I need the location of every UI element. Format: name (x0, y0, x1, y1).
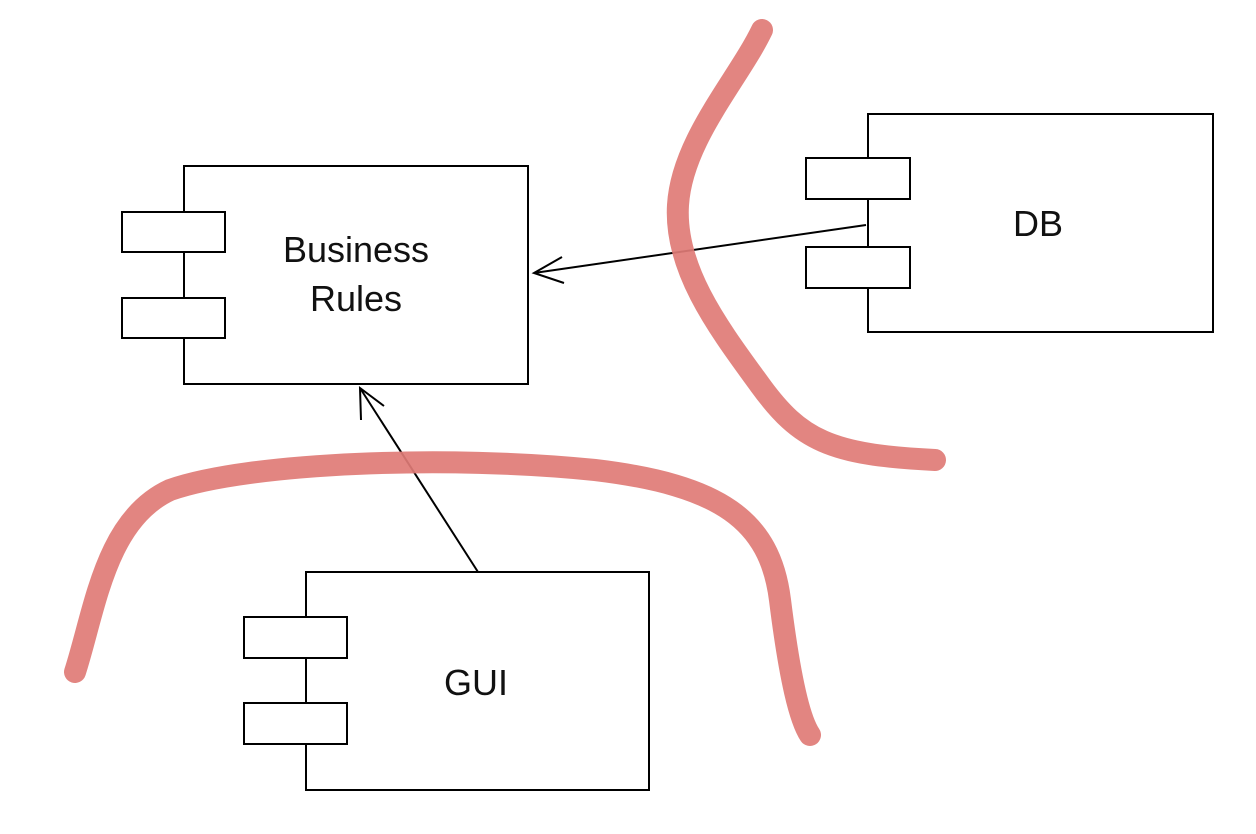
component-body (305, 571, 650, 791)
component-label-line-2: Rules (310, 278, 402, 319)
component-tab-icon (243, 702, 348, 745)
architectural-boundary-curve (64, 451, 821, 746)
component-label-line-1: Business (283, 229, 429, 270)
component-body (183, 165, 529, 385)
architectural-boundary-curve (666, 19, 946, 471)
component-tab-icon (243, 616, 348, 659)
component-gui: GUI (243, 571, 650, 791)
component-tab-icon (121, 297, 226, 339)
component-tab-icon (805, 246, 911, 289)
component-business-rules: Business Rules (121, 165, 529, 385)
component-tab-icon (805, 157, 911, 200)
component-label: DB (1013, 203, 1063, 244)
component-tab-icon (121, 211, 226, 253)
arrow-line (359, 387, 479, 573)
arrow-line (533, 224, 867, 274)
component-db: DB (805, 113, 1214, 333)
arrow-head-icon (531, 256, 565, 284)
dependency-gui-to-business-rules (358, 385, 479, 573)
component-label: GUI (444, 662, 508, 703)
arrow-head-icon (358, 385, 385, 421)
component-body (867, 113, 1214, 333)
dependency-db-to-business-rules (531, 224, 867, 284)
